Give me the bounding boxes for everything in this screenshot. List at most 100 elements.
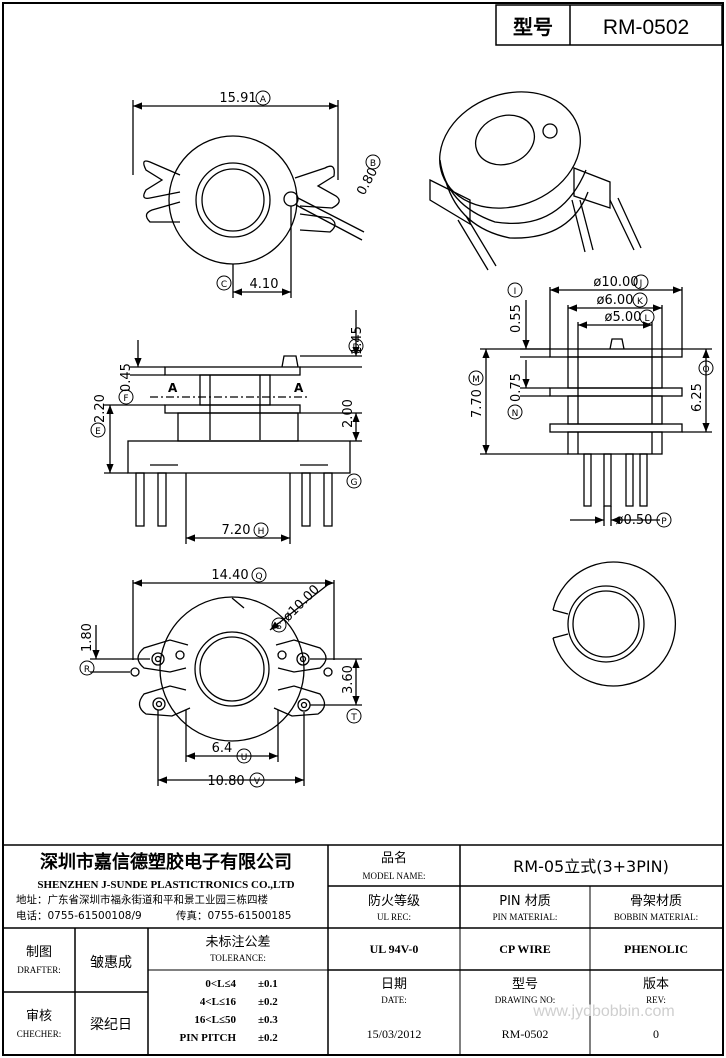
tolerance-value-2: ±0.2 — [258, 996, 278, 1008]
ul-rec-label-en: UL REC: — [377, 912, 411, 922]
dim-a-tag: A — [260, 95, 267, 105]
dim-g-value: 2.00 — [341, 399, 356, 428]
dim-e-value: 2.20 — [93, 394, 108, 423]
dim-k-tag: K — [637, 297, 644, 307]
header-model-box: 型号 RM-0502 — [495, 4, 723, 46]
dim-f-value: 0.45 — [119, 363, 134, 392]
dim-k-value: ø6.00 — [597, 293, 634, 308]
pin-material-label-cn: PIN 材质 — [499, 894, 551, 909]
drawing-no-value: RM-0502 — [502, 1027, 549, 1041]
dim-j-value: ø10.00 — [593, 275, 638, 290]
tolerance-range-4: PIN PITCH — [179, 1032, 236, 1044]
drawing-no-label-cn: 型号 — [512, 977, 538, 992]
dim-a-value: 15.91 — [219, 91, 256, 106]
watermark: www.jydbobbin.com — [532, 1003, 674, 1020]
dim-r-value: 1.80 — [80, 623, 95, 652]
dim-c-value: 4.10 — [250, 277, 279, 292]
rev-label-en: REV: — [646, 995, 666, 1005]
tolerance-value-1: ±0.1 — [258, 978, 278, 990]
tolerance-value-4: ±0.2 — [258, 1032, 278, 1044]
rev-label-cn: 版本 — [643, 977, 669, 992]
front-view — [104, 310, 362, 544]
side-view — [480, 286, 712, 526]
dim-h-value: 7.20 — [222, 523, 251, 538]
section-mark-left: A — [168, 381, 178, 395]
dim-f-tag: F — [123, 394, 128, 404]
company-fax: 传真：0755-61500185 — [176, 909, 291, 922]
rev-value: 0 — [653, 1027, 659, 1041]
header-model-value: RM-0502 — [603, 16, 689, 39]
dim-q-value: 14.40 — [211, 568, 248, 583]
dim-g-tag: G — [351, 478, 358, 488]
dim-c-tag: C — [221, 280, 227, 290]
dim-t-tag: T — [350, 713, 357, 723]
company-name-en: SHENZHEN J-SUNDE PLASTICTRONICS CO.,LTD — [37, 879, 294, 891]
dim-o-value: 6.25 — [690, 383, 705, 412]
date-label-en: DATE: — [381, 995, 407, 1005]
dim-b-tag: B — [370, 159, 376, 169]
dim-h-tag: H — [258, 527, 265, 537]
tolerance-label-en: TOLERANCE: — [210, 953, 266, 963]
bobbin-material-value: PHENOLIC — [624, 942, 688, 956]
pin-material-label-en: PIN MATERIAL: — [493, 912, 558, 922]
dim-p-tag: P — [661, 517, 667, 527]
dim-s-value: ø10.00 — [280, 582, 323, 625]
dim-t-value: 3.60 — [341, 665, 356, 694]
dim-s-tag: S — [276, 622, 282, 632]
dim-r-tag: R — [84, 665, 90, 675]
company-address: 地址：广东省深圳市福永街道和平和景工业园三栋四楼 — [16, 893, 268, 906]
header-model-label: 型号 — [513, 15, 553, 39]
drafter-label-en: DRAFTER: — [17, 965, 61, 975]
model-name-label-cn: 品名 — [381, 850, 407, 866]
dim-d-tag: D — [353, 343, 360, 353]
company-phone: 电话：0755-61500108/9 — [16, 909, 142, 922]
dim-l-value: ø5.00 — [605, 310, 642, 325]
bobbin-material-label-en: BOBBIN MATERIAL: — [614, 912, 698, 922]
dim-l-tag: L — [644, 314, 649, 324]
dim-b-value: 0.80 — [354, 165, 381, 198]
checker-label-cn: 审核 — [26, 1009, 52, 1024]
dim-u-tag: U — [241, 753, 248, 763]
pin-material-value: CP WIRE — [499, 942, 550, 956]
dim-m-value: 7.70 — [470, 389, 485, 418]
top-view — [132, 100, 365, 298]
dim-d-value: 1.45 — [350, 326, 365, 355]
date-label-cn: 日期 — [381, 977, 407, 992]
dim-u-value: 6.4 — [212, 741, 233, 756]
isometric-view — [429, 91, 642, 271]
tolerance-range-2: 4<L≤16 — [200, 996, 237, 1008]
checker-label-en: CHECHER: — [17, 1029, 62, 1039]
ul-rec-value: UL 94V-0 — [370, 942, 419, 956]
dim-m-tag: M — [472, 375, 480, 385]
bobbin-material-label-cn: 骨架材质 — [630, 894, 682, 909]
dim-p-value: ø0.50 — [616, 513, 653, 528]
dim-j-tag: J — [639, 279, 643, 289]
dim-q-tag: Q — [255, 572, 262, 582]
tolerance-label-cn: 未标注公差 — [205, 935, 270, 950]
dim-n-value: 0.75 — [509, 373, 524, 402]
drafter-label-cn: 制图 — [26, 945, 52, 960]
bottom-view — [90, 579, 362, 786]
drafter-name: 皱惠成 — [90, 955, 132, 971]
tolerance-value-3: ±0.3 — [258, 1014, 278, 1026]
section-view — [552, 561, 677, 687]
company-name-cn: 深圳市嘉信德塑胶电子有限公司 — [40, 851, 292, 873]
dim-e-tag: E — [95, 427, 101, 437]
checker-name: 梁纪日 — [90, 1017, 132, 1033]
dim-i-value: 0.55 — [509, 304, 524, 333]
dim-v-value: 10.80 — [207, 774, 244, 789]
tolerance-range-3: 16<L≤50 — [194, 1014, 236, 1026]
dim-v-tag: V — [254, 777, 261, 787]
dim-n-tag: N — [512, 409, 519, 419]
model-name-value: RM-05立式(3+3PIN) — [513, 857, 669, 876]
title-block-grid — [3, 844, 723, 1055]
date-value: 15/03/2012 — [367, 1027, 422, 1041]
model-name-label-en: MODEL NAME: — [363, 871, 426, 881]
tolerance-range-1: 0<L≤4 — [205, 978, 236, 990]
dim-o-tag: O — [702, 365, 709, 375]
drawing-no-label-en: DRAWING NO: — [495, 995, 556, 1005]
section-mark-right: A — [294, 381, 304, 395]
dim-i-tag: I — [514, 287, 517, 297]
